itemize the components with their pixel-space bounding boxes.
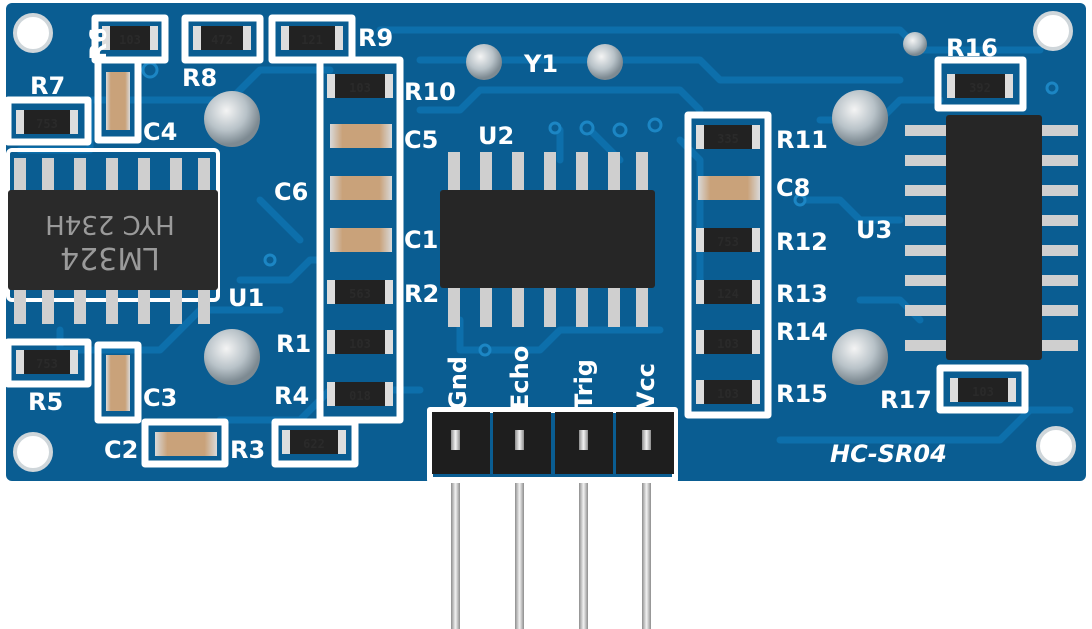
- pin-label-trig: Trig: [570, 359, 598, 410]
- resistor-r7: 753: [16, 110, 78, 134]
- resistor-r14-code: 103: [717, 337, 739, 351]
- resistor-r2: 563: [327, 280, 393, 304]
- label-r17: R17: [880, 386, 932, 414]
- mounting-holes: [13, 11, 1076, 472]
- label-r3: R3: [230, 436, 265, 464]
- pin-label-vcc: Vcc: [632, 363, 660, 410]
- resistor-r11: 335: [696, 125, 760, 149]
- silkscreen-labels: R6 R7 R8 R9 C4 R10 C5 C6 C1 R2 R1 R4 U1 …: [28, 24, 998, 468]
- label-r4: R4: [274, 382, 309, 410]
- resistor-r17: 103: [950, 378, 1016, 402]
- label-r7: R7: [30, 72, 65, 100]
- label-c8: C8: [776, 174, 810, 202]
- pin-label-echo: Echo: [506, 346, 534, 410]
- board-model-label: HC-SR04: [830, 440, 947, 468]
- chip-u2: [440, 152, 655, 327]
- label-r9: R9: [358, 24, 393, 52]
- resistor-r15: 103: [696, 380, 760, 404]
- vias: [141, 61, 1059, 357]
- resistor-r13-code: 124: [717, 287, 739, 301]
- label-c4: C4: [143, 118, 177, 146]
- resistor-r9-code: 121: [301, 33, 323, 47]
- resistor-r15-code: 103: [717, 387, 739, 401]
- label-r13: R13: [776, 280, 828, 308]
- resistor-r1-code: 103: [349, 337, 371, 351]
- resistor-r8: 472: [193, 26, 251, 50]
- label-u2: U2: [478, 122, 514, 150]
- resistor-r6: 103: [102, 26, 158, 50]
- header-pin-wires: [451, 440, 651, 629]
- label-r2: R2: [404, 280, 439, 308]
- resistor-r8-code: 472: [211, 33, 233, 47]
- pin-header: [432, 412, 674, 474]
- resistor-r2-code: 563: [349, 287, 371, 301]
- transducer-solder-posts: [204, 32, 927, 385]
- resistor-r5: 753: [16, 350, 78, 374]
- resistor-r9: 121: [281, 26, 343, 50]
- resistor-r3: 622: [282, 430, 346, 454]
- label-r15: R15: [776, 380, 828, 408]
- resistor-r10: 103: [327, 74, 393, 98]
- resistor-r11-code: 335: [717, 132, 739, 146]
- label-r16: R16: [946, 34, 998, 62]
- chip-u3: [905, 115, 1078, 360]
- resistor-r16: 392: [947, 74, 1013, 98]
- resistor-r17-code: 103: [972, 385, 994, 399]
- label-c3: C3: [143, 384, 177, 412]
- resistor-r12-code: 753: [717, 235, 739, 249]
- resistor-r4-code: 018: [349, 389, 371, 403]
- resistor-r10-code: 103: [349, 81, 371, 95]
- label-r14: R14: [776, 318, 828, 346]
- label-c2: C2: [104, 436, 138, 464]
- label-c5: C5: [404, 126, 438, 154]
- resistor-r4: 018: [327, 382, 393, 406]
- label-c6: C6: [274, 178, 308, 206]
- chip-u1: LM324 HYC 234H: [8, 158, 218, 324]
- label-r5: R5: [28, 388, 63, 416]
- resistor-r3-code: 622: [303, 437, 325, 451]
- resistor-r13: 124: [696, 280, 760, 304]
- resistor-r16-code: 392: [969, 81, 991, 95]
- label-u1: U1: [228, 284, 264, 312]
- label-c1: C1: [404, 226, 438, 254]
- resistor-r5-code: 753: [36, 357, 58, 371]
- label-r10: R10: [404, 78, 456, 106]
- label-r8: R8: [182, 64, 217, 92]
- resistor-r6-code: 103: [119, 33, 141, 47]
- label-u3: U3: [856, 216, 892, 244]
- label-r6: R6: [87, 28, 112, 60]
- capacitors: [106, 72, 760, 456]
- chip-u1-marking: LM324: [60, 240, 160, 275]
- label-r11: R11: [776, 126, 828, 154]
- resistor-r7-code: 753: [36, 117, 58, 131]
- resistor-r12: 753: [696, 228, 760, 252]
- label-y1: Y1: [523, 50, 558, 78]
- label-r1: R1: [276, 330, 311, 358]
- label-r12: R12: [776, 228, 828, 256]
- pin-label-gnd: Gnd: [444, 356, 472, 410]
- chip-u1-marking-2: HYC 234H: [45, 209, 175, 239]
- resistor-r1: 103: [327, 330, 393, 354]
- resistor-r14: 103: [696, 330, 760, 354]
